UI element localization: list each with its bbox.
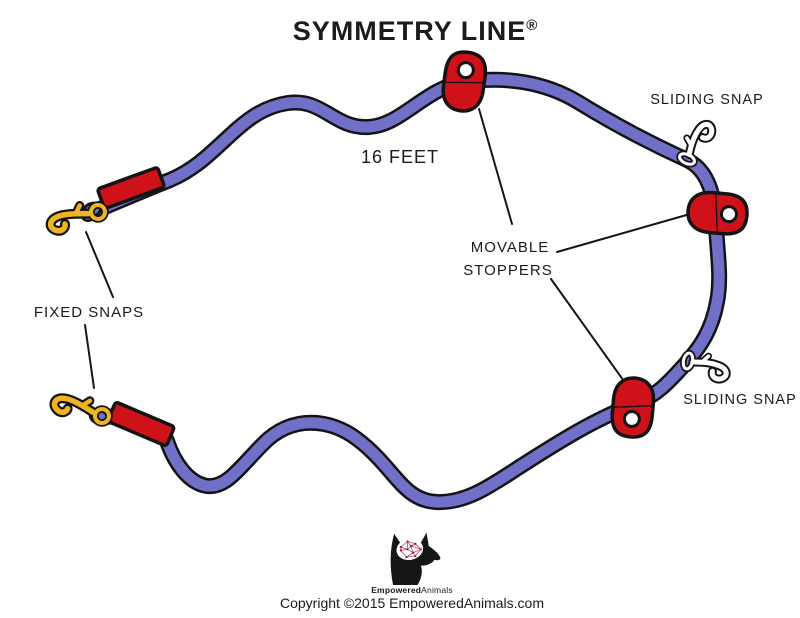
page-title-text: SYMMETRY LINE [292,16,527,46]
fixed-snap-lower-left [53,391,112,426]
sliding-snap-top-label: SLIDING SNAP [650,92,764,108]
movable-stopper-right [684,188,751,238]
rope-16-feet [88,80,719,502]
pointer-line-top-stopper [478,108,513,225]
movable-stoppers-label-line2: STOPPERS [463,262,553,279]
sliding-snap-upper-right [677,119,714,168]
pointer-line-bottom-stopper [550,278,627,385]
logo-brand-text: EmpoweredAnimals [312,585,512,595]
fixed-snaps-label: FIXED SNAPS [33,304,145,321]
logo-brand-bold: Empowered [371,585,422,595]
empowered-animals-dog-logo-icon [372,527,452,585]
sliding-snap-lower-right [681,351,729,380]
sliding-snap-bottom-label: SLIDING SNAP [683,392,797,408]
page-title: SYMMETRY LINE® [30,16,800,47]
pointer-line-upper-fixed-snap [85,231,114,298]
pointer-line-lower-fixed-snap [84,324,95,389]
copyright-text: Copyright ©2015 EmpoweredAnimals.com [280,595,544,611]
movable-stopper-bottom [608,374,658,441]
crimp-sleeve-upper [96,166,166,210]
movable-stoppers-label-line1: MOVABLE [470,239,550,256]
registered-mark: ® [526,17,538,34]
pointer-line-right-stopper [556,213,691,253]
fixed-snap-upper-left [48,200,107,233]
length-label: 16 FEET [360,147,440,167]
crimp-sleeve-lower [106,401,176,447]
movable-stopper-top [438,47,490,116]
logo-brand-light: Animals [421,585,453,595]
